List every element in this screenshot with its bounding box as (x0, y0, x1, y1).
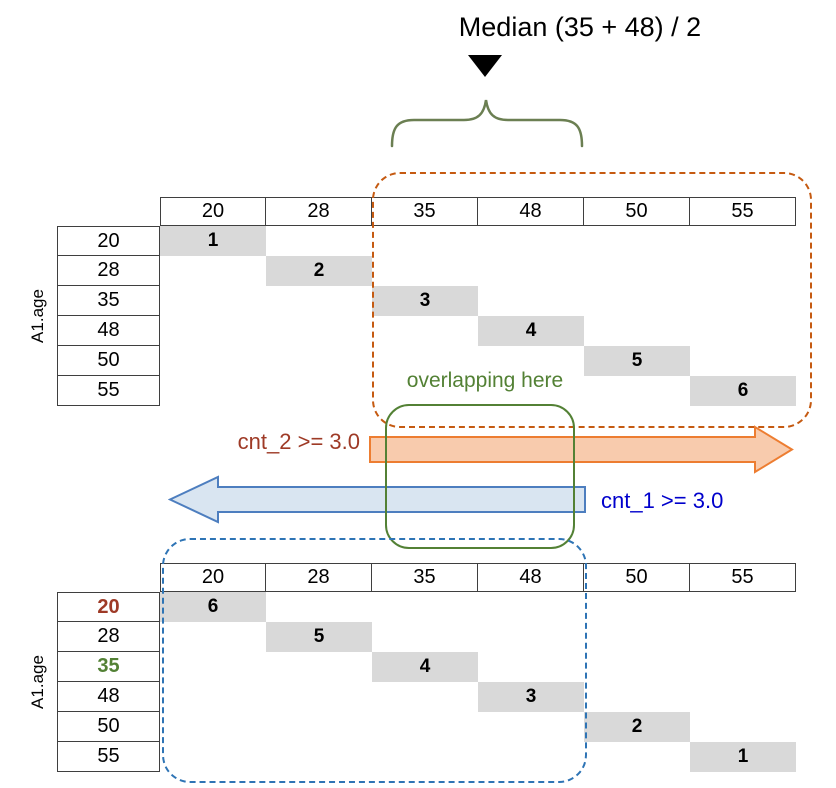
diagonal-cell: 6 (160, 592, 266, 622)
overlapping-label: overlapping here (406, 369, 564, 392)
top-row-label: 35 (57, 286, 160, 316)
bottom-col-header: 20 (160, 563, 266, 592)
diagonal-cell: 1 (690, 742, 796, 772)
bottom-row-label: 28 (57, 622, 160, 652)
top-row-label: 55 (57, 376, 160, 406)
top-table-header-row: 20 28 35 48 50 55 (160, 197, 796, 226)
diagonal-cell: 4 (478, 316, 584, 346)
diagonal-cell: 6 (690, 376, 796, 406)
top-row-label: 50 (57, 346, 160, 376)
top-col-header: 28 (266, 197, 372, 226)
top-table-label-column: 20 28 35 48 50 55 (57, 226, 160, 406)
brace-icon (390, 99, 584, 148)
overlap-region-outline (385, 404, 575, 549)
bottom-col-header: 28 (266, 563, 372, 592)
diagonal-cell: 5 (584, 346, 690, 376)
right-arrow (369, 425, 794, 474)
cnt-region-outline (162, 538, 587, 783)
cnt2-label: cnt_2 >= 3.0 (237, 429, 360, 454)
top-col-header: 35 (372, 197, 478, 226)
bottom-table-label-column: 20 28 35 48 50 55 (57, 592, 160, 772)
top-col-header: 50 (584, 197, 690, 226)
bottom-table-body: 6 5 4 3 2 1 (160, 592, 796, 772)
cnt1-label: cnt_1 >= 3.0 (601, 488, 724, 513)
bottom-row-label: 48 (57, 682, 160, 712)
bottom-col-header: 55 (690, 563, 796, 592)
diagonal-cell: 1 (160, 226, 266, 256)
median-region-outline (372, 172, 812, 428)
bottom-row-label-highlight-green: 35 (57, 652, 160, 682)
bottom-row-label-highlight-red: 20 (57, 592, 160, 622)
diagonal-cell: 5 (266, 622, 372, 652)
diagonal-cell: 4 (372, 652, 478, 682)
bottom-col-header: 35 (372, 563, 478, 592)
top-row-label: 28 (57, 256, 160, 286)
top-col-header: 48 (478, 197, 584, 226)
bottom-col-header: 50 (584, 563, 690, 592)
top-col-header: 20 (160, 197, 266, 226)
down-triangle-icon (468, 55, 502, 77)
top-axis-label: A1.age (28, 289, 47, 343)
bottom-row-label: 50 (57, 712, 160, 742)
diagonal-cell: 2 (266, 256, 372, 286)
diagram-title: Median (35 + 48) / 2 (458, 12, 702, 42)
bottom-col-header: 48 (478, 563, 584, 592)
top-table-body: 1 2 3 4 5 6 (160, 226, 796, 406)
left-arrow (168, 475, 586, 524)
bottom-axis-label: A1.age (28, 655, 47, 709)
top-col-header: 55 (690, 197, 796, 226)
bottom-row-label: 55 (57, 742, 160, 772)
bottom-table-header-row: 20 28 35 48 50 55 (160, 563, 796, 592)
diagonal-cell: 3 (372, 286, 478, 316)
top-row-label: 20 (57, 226, 160, 256)
top-row-label: 48 (57, 316, 160, 346)
diagonal-cell: 2 (584, 712, 690, 742)
diagonal-cell: 3 (478, 682, 584, 712)
